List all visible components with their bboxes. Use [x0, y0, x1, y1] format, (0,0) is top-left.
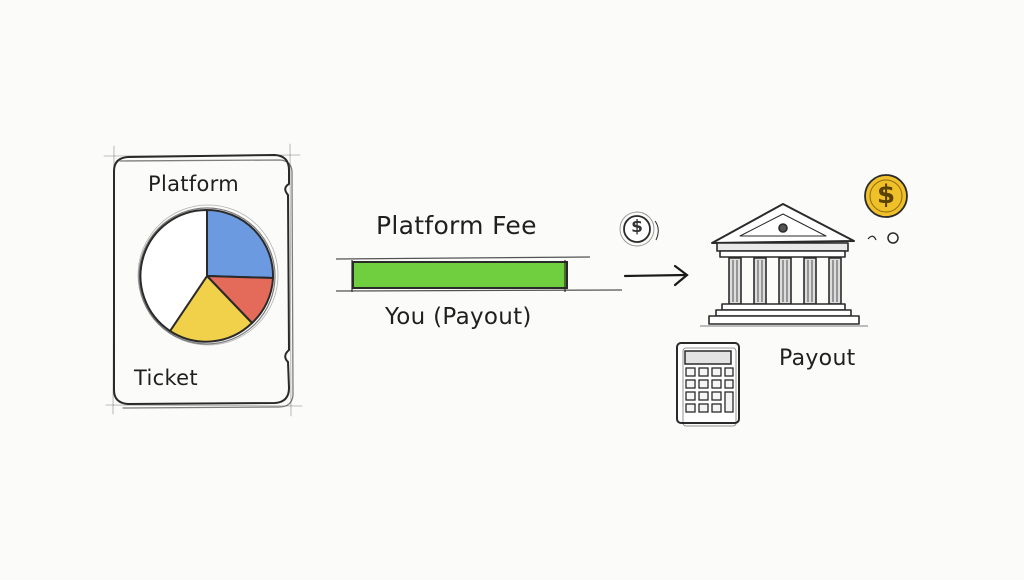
pie-slice-white [139, 208, 208, 333]
fee-label: Platform Fee [376, 211, 537, 240]
bank-coin-symbol: $ [876, 180, 896, 210]
transfer-coin-symbol: $ [631, 217, 643, 237]
bank-coin-icon [864, 174, 908, 244]
dollar-coin-icon [619, 211, 659, 247]
calculator-icon [676, 342, 740, 427]
bank-icon [700, 203, 868, 327]
ticket-title: Platform [148, 172, 239, 196]
pie-slice-yellow [168, 274, 254, 343]
pie-chart-icon [137, 204, 279, 346]
bank-coin-fill [864, 174, 908, 218]
fee-bar-fill [352, 261, 568, 289]
fee-bar [335, 256, 623, 292]
payout-you-label: You (Payout) [385, 304, 532, 330]
ticket-label: Ticket [134, 366, 198, 390]
arrow-right-icon [623, 264, 689, 287]
bank-payout-label: Payout [779, 346, 856, 371]
pie-slice-blue [206, 208, 275, 280]
ticket-icon [103, 143, 303, 417]
